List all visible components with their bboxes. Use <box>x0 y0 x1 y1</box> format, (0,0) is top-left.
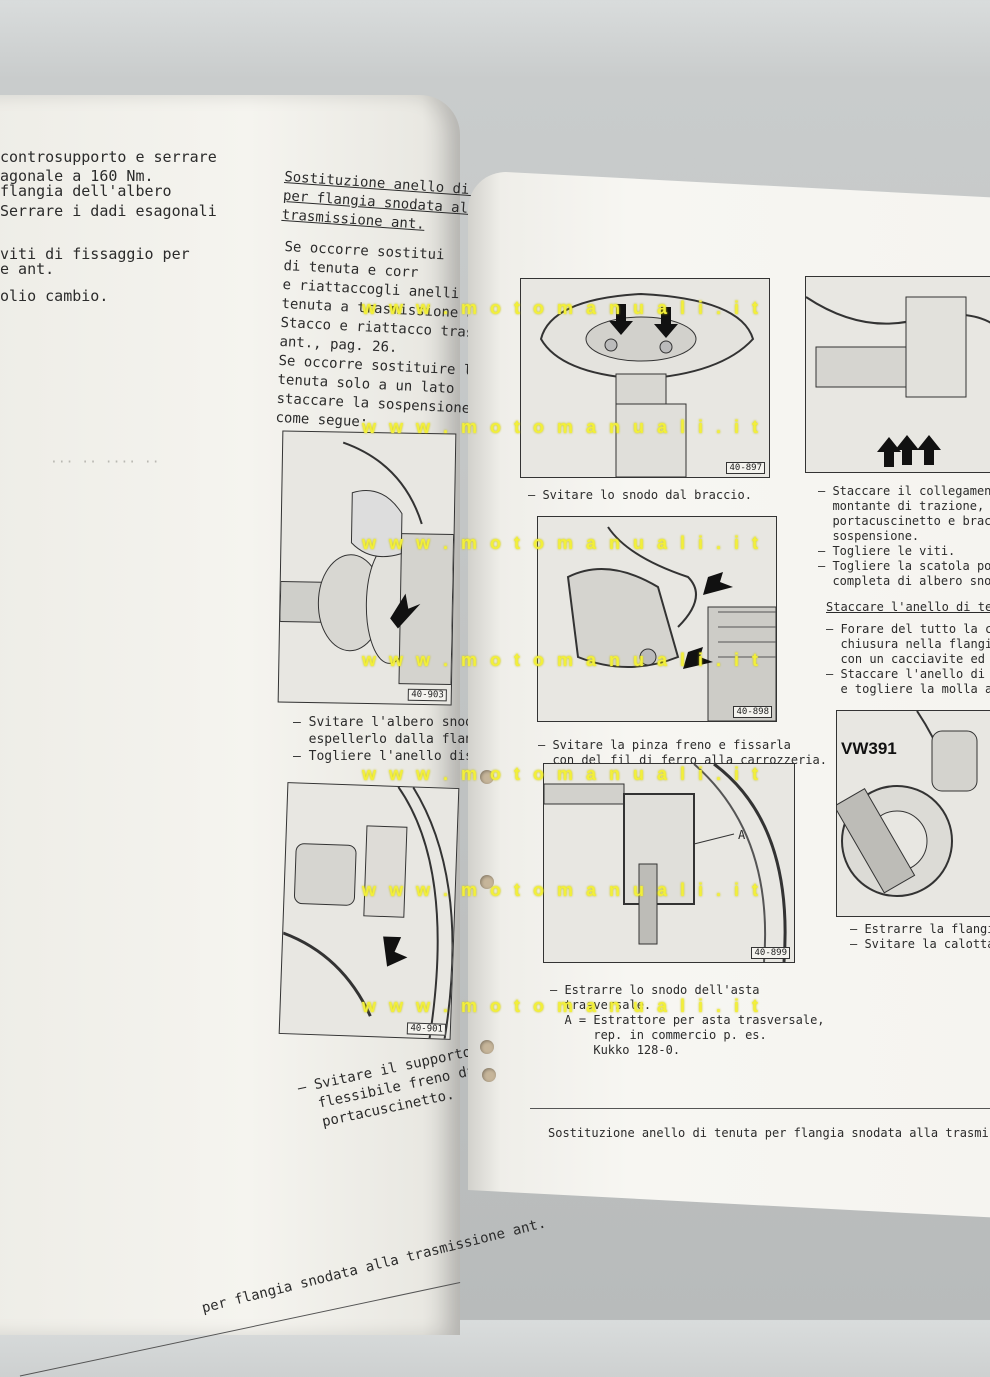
col2-caption-2-line-1: – Forare del tutto la c <box>826 622 990 636</box>
figure-pinza-freno: 40-898 <box>537 516 777 722</box>
left-column-line-7: olio cambio. <box>0 287 109 305</box>
left-column-line-5: viti di fissaggio per <box>0 245 190 263</box>
tool-label-vw391: VW391 <box>841 739 897 758</box>
binding-hole <box>480 875 494 889</box>
col2-caption-3-line-1: – Estrarre la flangi <box>850 922 990 936</box>
figure-number: 40-903 <box>408 688 447 702</box>
col2-caption-2-line-5: e togliere la molla a <box>826 682 990 696</box>
arrow-icon <box>654 307 678 338</box>
watermark: w w w . m o t o m a n u a l i . i t <box>362 298 763 318</box>
binding-hole <box>480 1040 494 1054</box>
col2-caption-1-line-6: – Togliere la scatola po <box>818 559 990 573</box>
fig-a-caption: – Svitare lo snodo dal braccio. <box>528 488 752 502</box>
left-column-line-6: e ant. <box>0 260 55 278</box>
left-column-line-4: Serrare i dadi esagonali <box>0 202 217 220</box>
left-column-line-1: controsupporto e serrare <box>0 148 217 166</box>
arrow-icon <box>609 304 633 335</box>
figure-number: 40-898 <box>733 706 772 718</box>
col2-caption-1-line-7: completa di albero sno <box>818 574 990 588</box>
arrow-icon <box>703 572 733 595</box>
watermark: w w w . m o t o m a n u a l i . i t <box>362 996 763 1016</box>
arrow-icon <box>683 647 713 669</box>
tool-label-a: A <box>738 828 746 842</box>
figure-number: 40-899 <box>751 947 790 959</box>
right-footer: Sostituzione anello di tenuta per flangi… <box>548 1126 990 1140</box>
fig-b-caption-1: – Svitare la pinza freno e fissarla <box>538 738 791 752</box>
figure-supporto-flessibile: 40-901 <box>278 782 460 1040</box>
figure-albero-snodato: 40-903 <box>277 430 457 706</box>
figure-estrattore: A 40-899 <box>543 763 795 963</box>
fig-c-caption-3: A = Estrattore per asta trasversale, <box>550 1013 825 1027</box>
col2-caption-2-line-2: chiusura nella flangi <box>826 637 990 651</box>
fig-c-caption-2: trasversale. <box>550 998 652 1012</box>
bleed-through-text: ··· ·· ···· ·· <box>50 455 160 470</box>
col2-caption-2-line-3: con un cacciavite ed <box>826 652 985 666</box>
arrow-icon <box>917 435 941 465</box>
drawing-brake-caliper <box>566 526 776 721</box>
figure-montante <box>805 276 990 473</box>
left-page: ··· ·· ···· ·· <box>0 95 460 1335</box>
fig-c-caption-5: Kukko 128-0. <box>550 1043 681 1057</box>
col2-caption-1-line-3: portacuscinetto e bracc <box>818 514 990 528</box>
col2-caption-1-line-4: sospensione. <box>818 529 920 543</box>
watermark: w w w . m o t o m a n u a l i . i t <box>362 650 763 670</box>
col2-caption-1-line-1: – Staccare il collegament <box>818 484 990 498</box>
arrow-icon <box>383 936 408 967</box>
drawing-strut <box>806 296 990 467</box>
left-column-line-3: flangia dell'albero <box>0 182 172 200</box>
figure-number: 40-901 <box>407 1022 447 1036</box>
drawing-driveshaft <box>279 441 455 685</box>
fig-c-caption-1: – Estrarre lo snodo dell'asta <box>550 983 760 997</box>
arrow-icon <box>895 435 919 465</box>
col2-caption-3-line-2: – Svitare la calotta <box>850 937 990 951</box>
col2-subtitle: Staccare l'anello di ter <box>826 600 990 614</box>
watermark: w w w . m o t o m a n u a l i . i t <box>362 417 763 437</box>
figure-number: 40-897 <box>726 462 765 474</box>
drawing-brake-hose <box>282 786 454 1039</box>
arrow-icon <box>390 593 421 629</box>
drawing-ball-joint <box>539 292 755 477</box>
binding-hole <box>480 770 494 784</box>
watermark: w w w . m o t o m a n u a l i . i t <box>362 880 763 900</box>
col2-caption-1-line-5: – Togliere le viti. <box>818 544 956 558</box>
drawing-flange-puller <box>837 711 978 897</box>
binding-hole <box>482 1068 496 1082</box>
fig-c-caption-4: rep. in commercio p. es. <box>550 1028 767 1042</box>
drawing-puller-tool <box>544 764 787 962</box>
figure-snodo-braccio: 40-897 <box>520 278 770 478</box>
left-column-line-2: agonale a 160 Nm. <box>0 167 154 185</box>
arrow-icon <box>877 437 901 467</box>
watermark: w w w . m o t o m a n u a l i . i t <box>362 764 763 784</box>
right-footer-rule <box>530 1108 990 1109</box>
col2-caption-2-line-4: – Staccare l'anello di t <box>826 667 990 681</box>
watermark: w w w . m o t o m a n u a l i . i t <box>362 533 763 553</box>
figure-vw391: VW391 <box>836 710 990 917</box>
col2-caption-1-line-2: montante di trazione, <box>818 499 985 513</box>
